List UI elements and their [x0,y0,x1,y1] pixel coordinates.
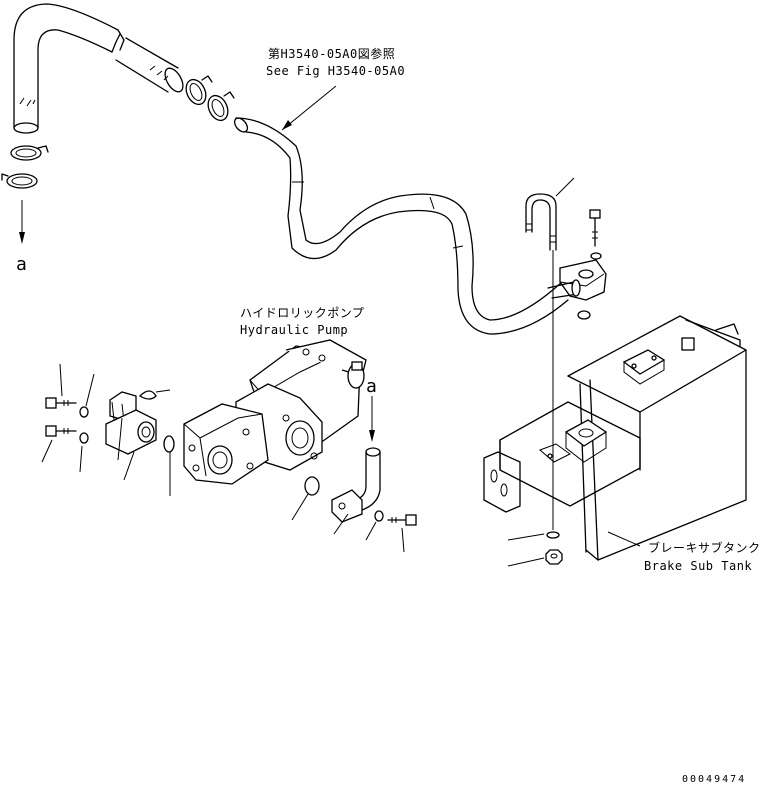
o-ring [577,310,591,320]
drawing-number: 00049474 [682,774,746,785]
hose-clamp [10,145,49,161]
part-leader-line [41,439,53,463]
tank-label-en: Brake Sub Tank [644,559,752,573]
o-ring [138,390,157,400]
part-leader-line [59,363,63,397]
pump-label-jp: ハイドロリックポンプ [240,306,364,320]
part-leader-line [507,557,545,567]
part-leader-line [79,445,83,473]
part-leader-line [333,513,349,535]
part-leader-line [365,521,377,541]
hose-clamp [207,91,235,122]
bolt [45,397,77,409]
part-leader-line [155,389,171,393]
hose-clamp [1,173,38,189]
bolt [589,209,601,247]
part-leader-line [291,493,309,521]
washer [590,252,602,260]
bolt [45,425,77,437]
marker-left-label: a [16,254,27,275]
elbow-fitting [105,391,157,455]
part-leader-line [117,417,123,461]
upper-hose-middle [115,37,184,93]
marker-arrow-left [19,200,25,244]
pump-label-en: Hydraulic Pump [240,323,348,337]
ref-callout-jp: 第H3540-05A0図参照 [268,46,395,61]
o-ring [163,435,175,453]
ref-callout-leader [281,85,337,131]
tank-label-jp: ブレーキサブタンク [648,540,761,555]
marker-arrow-right [369,396,375,442]
part-leader-line [401,527,405,553]
u-bolt [525,193,557,530]
upper-hose-left [13,3,125,134]
part-leader-line [507,533,545,541]
tank-elbow-fitting [547,259,607,301]
tank-label-leader [607,531,641,547]
bolt [387,514,417,526]
washer [546,531,560,539]
brake-sub-tank [483,315,747,561]
part-leader-line [85,373,95,407]
hydraulic-pump [183,339,367,485]
part-leader-line [555,177,575,197]
part-leader-line [123,451,135,481]
marker-right-label: a [366,376,377,397]
washer [374,510,384,522]
hose-clamp [185,75,213,106]
washer [79,432,89,444]
o-ring [304,476,320,496]
pipe-flange [331,489,363,523]
ref-callout-en: See Fig H3540-05A0 [266,64,405,78]
washer [79,406,89,418]
brake-hose [233,117,569,335]
nut [545,549,563,565]
